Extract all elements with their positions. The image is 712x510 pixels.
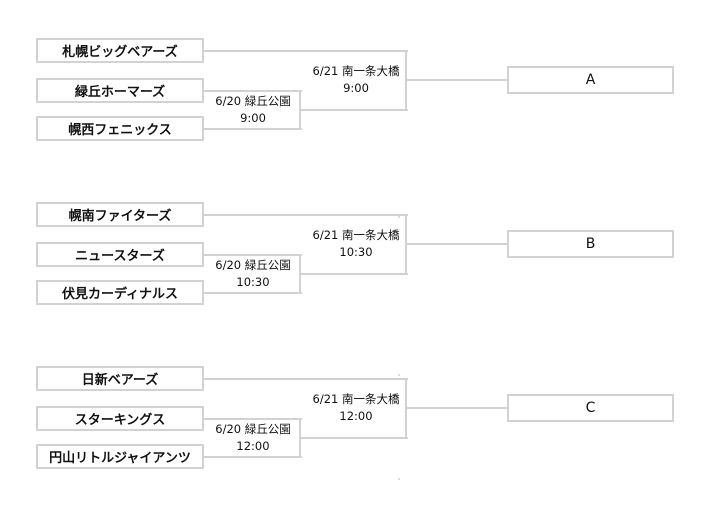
second-round-match: 6/21 南一条大橋 9:00 [306,63,406,97]
first-round-match: 6/20 緑丘公園 10:30 [206,257,300,291]
match-time: 12:00 [339,409,373,423]
bracket-line [204,49,408,52]
match-time: 12:00 [236,438,270,453]
bracket-line [204,455,302,458]
match-date-place: 6/21 南一条大橋 [312,228,400,242]
decorative-dot [398,216,400,218]
bracket-line [204,127,302,130]
bracket-line [300,272,408,275]
team-box[interactable]: 伏見カーディナルス [36,280,204,305]
team-box[interactable]: 札幌ビッグベアーズ [36,38,204,63]
team-box[interactable]: 日新ベアーズ [36,366,204,391]
first-round-match: 6/20 緑丘公園 12:00 [206,421,300,455]
match-date-place: 6/21 南一条大橋 [312,64,400,78]
team-box[interactable]: 円山リトルジャイアンツ [36,444,204,469]
match-date-place: 6/20 緑丘公園 [215,421,291,436]
match-date-place: 6/20 緑丘公園 [215,93,291,108]
match-time: 10:30 [236,274,270,289]
result-box: A [507,66,674,94]
team-box[interactable]: 幌西フェニックス [36,116,204,141]
team-box[interactable]: ニュースターズ [36,242,204,267]
bracket-line [204,253,302,256]
bracket-line [300,108,408,111]
second-round-match: 6/21 南一条大橋 12:00 [306,391,406,425]
bracket-line [204,417,302,420]
bracket-line [406,407,509,409]
match-date-place: 6/21 南一条大橋 [312,392,400,406]
match-time: 9:00 [240,110,266,125]
decorative-dot [398,374,400,376]
team-box[interactable]: 幌南ファイターズ [36,202,204,227]
bracket-line [204,377,408,380]
team-box[interactable]: 緑丘ホーマーズ [36,78,204,103]
team-box[interactable]: スターキングス [36,406,204,431]
result-box: C [507,394,674,422]
bracket-line [204,213,408,216]
bracket-line [204,291,302,294]
decorative-dot [398,478,400,480]
bracket-line [204,89,302,92]
bracket-line [406,79,509,81]
bracket-line [300,436,408,439]
match-time: 9:00 [343,81,369,95]
result-box: B [507,230,674,258]
second-round-match: 6/21 南一条大橋 10:30 [306,227,406,261]
match-date-place: 6/20 緑丘公園 [215,257,291,272]
first-round-match: 6/20 緑丘公園 9:00 [206,93,300,127]
bracket-line [406,243,509,245]
match-time: 10:30 [339,245,373,259]
